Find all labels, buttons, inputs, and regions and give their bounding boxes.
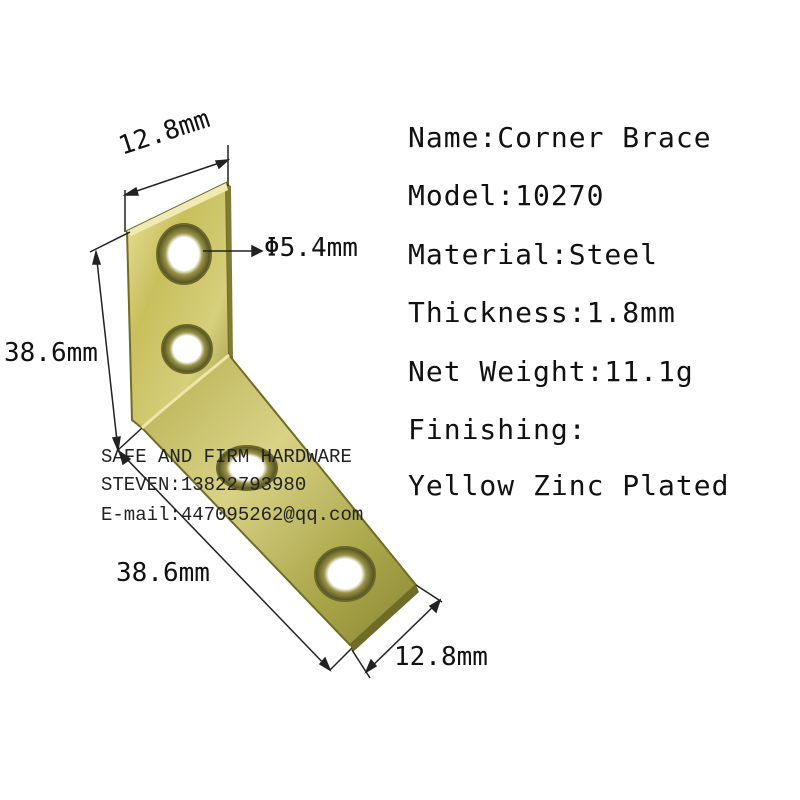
- hole-diameter-label: Φ5.4mm: [264, 233, 358, 263]
- spec-finishing-value: Yellow Zinc Plated: [408, 469, 730, 502]
- mounting-hole: [156, 223, 212, 285]
- spec-thickness: Thickness:1.8mm: [408, 296, 676, 329]
- dimension-lines: [89, 145, 443, 679]
- watermark-email: E-mail:447095262@qq.com: [101, 504, 364, 526]
- spec-model: Model:10270: [408, 179, 605, 212]
- spec-net-weight: Net Weight:11.1g: [408, 355, 694, 388]
- watermark-contact: STEVEN:13822793980: [101, 474, 307, 496]
- bottom-width-label: 12.8mm: [394, 642, 488, 672]
- watermark-company: SAFE AND FIRM HARDWARE: [101, 446, 352, 468]
- spec-name: Name:Corner Brace: [408, 121, 712, 154]
- mounting-hole: [216, 445, 278, 491]
- spec-finishing-label: Finishing:: [408, 413, 587, 446]
- mounting-hole: [161, 324, 213, 374]
- spec-material: Material:Steel: [408, 238, 659, 271]
- mounting-hole: [314, 546, 376, 602]
- horizontal-length-label: 38.6mm: [116, 558, 210, 588]
- vertical-length-label: 38.6mm: [4, 338, 98, 368]
